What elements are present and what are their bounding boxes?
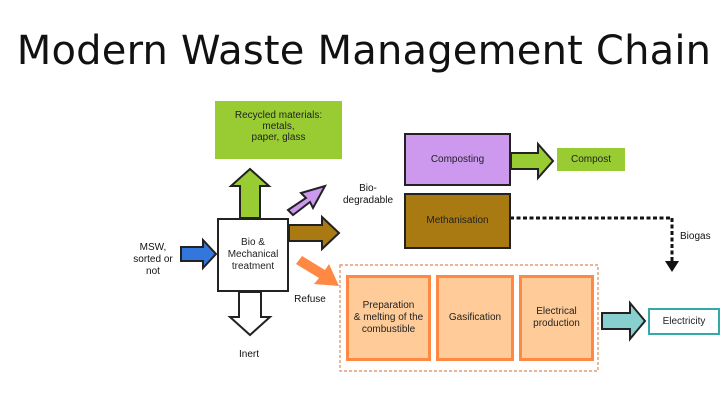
electricity-arrow [601,300,647,342]
compost-label: Compost [570,153,611,165]
inert-arrow [227,291,273,337]
electricity-box: Electricity [648,308,720,335]
biodegradable-label: Bio- degradable [342,183,394,206]
msw-label: MSW, sorted or not [133,242,173,277]
composting-arrow [286,184,328,217]
biogas-arrowhead [665,261,679,272]
electrical-production-box: Electrical production [519,275,594,361]
page-title: Modern Waste Management Chain [16,28,712,74]
gasification-label: Gasification [448,312,502,323]
preparation-box: Preparation & melting of the combustible [346,275,431,361]
methanisation-arrow [288,214,341,252]
compost-arrow [510,141,555,181]
compost-box: Compost [557,148,625,171]
bio-mechanical-box: Bio & Mechanical treatment [217,218,289,292]
composting-box: Composting [404,133,511,186]
composting-label: Composting [430,153,485,165]
recycled-materials-label: Recycled materials: metals, paper, glass [234,110,323,143]
gasification-box: Gasification [436,275,514,361]
preparation-label: Preparation & melting of the combustible [353,300,424,335]
inert-label: Inert [238,349,259,360]
electrical-production-label: Electrical production [533,306,580,329]
refuse-arrow [296,256,339,286]
bio-mechanical-label: Bio & Mechanical treatment [227,237,279,272]
methanisation-box: Methanisation [404,193,511,249]
msw-arrow [180,237,218,271]
methanisation-label: Methanisation [426,215,489,226]
biogas-label: Biogas [680,231,711,242]
recycled-arrow [228,167,272,219]
electricity-label: Electricity [662,315,706,327]
refuse-label: Refuse [294,294,326,305]
recycled-materials-box: Recycled materials: metals, paper, glass [215,101,342,159]
thermal-chain-container [339,264,599,372]
